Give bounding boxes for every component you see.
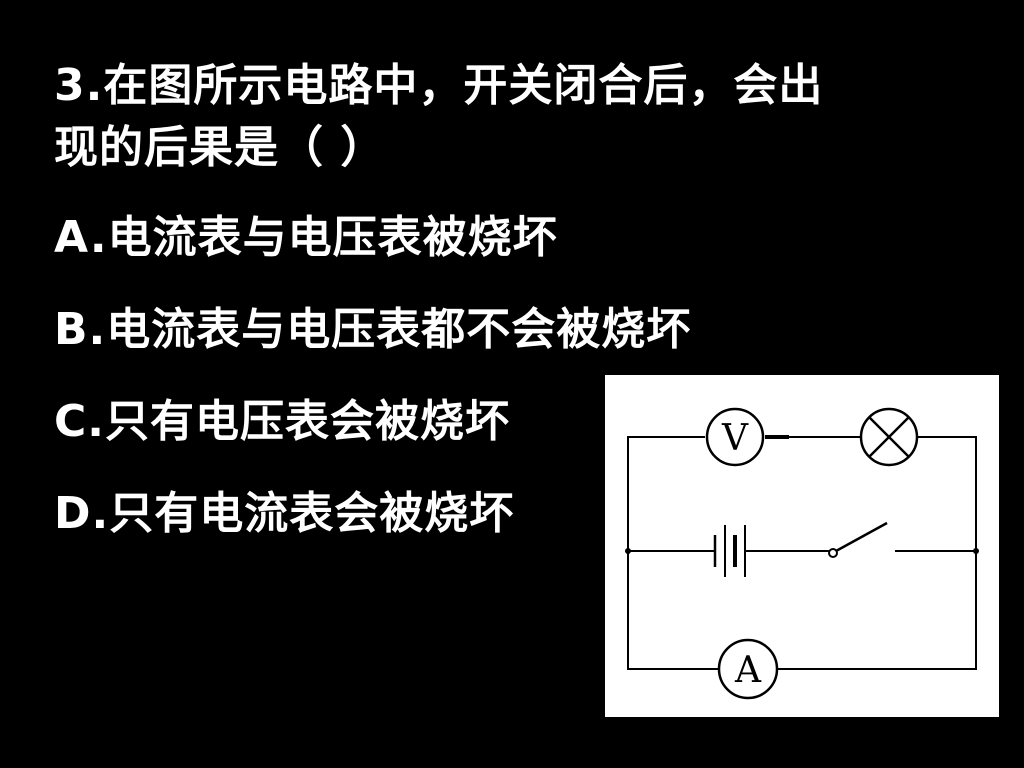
voltmeter-circle	[705, 407, 765, 467]
voltmeter-label: V	[721, 418, 749, 459]
top-wire-left	[627, 436, 705, 551]
option-c: C.只有电压表会被烧坏	[54, 396, 511, 447]
switch	[828, 521, 888, 558]
circuit-diagram: V	[605, 375, 999, 717]
circuit-svg: V	[625, 407, 979, 700]
ammeter-label: A	[734, 650, 762, 691]
battery	[713, 525, 746, 577]
switch-pivot	[828, 548, 838, 558]
option-a: A.电流表与电压表被烧坏	[54, 212, 558, 263]
ammeter-circle	[717, 638, 779, 700]
question-text-line-2: 现的后果是（ ）	[54, 122, 386, 173]
ammeter: A	[717, 638, 779, 700]
lamp-cross-2	[868, 416, 910, 458]
option-b: B.电流表与电压表都不会被烧坏	[54, 304, 692, 355]
bottom-wire-right	[777, 551, 977, 670]
bottom-wire-left	[627, 551, 719, 670]
lamp	[859, 407, 919, 467]
option-d: D.只有电流表会被烧坏	[54, 488, 515, 539]
voltmeter: V	[705, 407, 765, 467]
question-text-line-1: 3.在图所示电路中，开关闭合后，会出	[54, 60, 824, 111]
top-wire-right	[917, 436, 977, 551]
switch-blade	[835, 521, 888, 553]
